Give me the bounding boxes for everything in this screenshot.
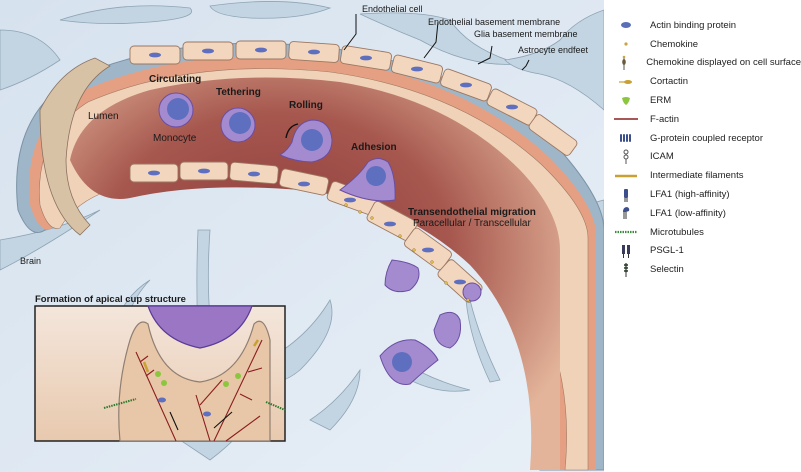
- transmigrated-nucleus: [392, 352, 412, 372]
- legend-item: LFA1 (low-affinity): [612, 204, 801, 223]
- stage-rolling-label: Rolling: [289, 100, 323, 111]
- monocyte-circulating: [158, 92, 194, 128]
- legend-item: PSGL-1: [612, 242, 801, 261]
- stage-circulating-label: Circulating: [149, 74, 202, 85]
- stage-tethering-label: Tethering: [216, 87, 261, 98]
- chemokine-surface-icon: [612, 55, 636, 71]
- apical-cup-inset: [34, 305, 286, 442]
- rolling-arrow: [285, 123, 299, 139]
- legend-item: Chemokine: [612, 35, 801, 54]
- monocyte-label: Monocyte: [153, 133, 197, 144]
- f-actin-icon: [612, 111, 640, 127]
- psgl1-icon: [612, 243, 640, 259]
- inset-actin-binding: [158, 397, 211, 417]
- stage-adhesion-label: Adhesion: [351, 142, 397, 153]
- legend: Actin binding protein Chemokine Chemokin…: [612, 16, 801, 279]
- inset-microtubules: [103, 398, 286, 411]
- callout-lines: [343, 14, 530, 71]
- illustration-panel: Lumen Brain Monocyte Circulating Tetheri…: [0, 0, 604, 472]
- inset-intermediate-filaments: [142, 339, 260, 373]
- gpcr-icon: [612, 130, 640, 146]
- inset-arrows: [169, 411, 233, 431]
- icam-icon: [612, 149, 640, 165]
- chemokine-icon: [612, 36, 640, 52]
- callout-glia-basement-membrane: Glia basement membrane: [474, 29, 578, 39]
- intermediate-filaments-icon: [612, 168, 640, 184]
- chemokine-dots: [344, 203, 470, 302]
- cortactin-icon: [612, 74, 640, 90]
- monocyte-rolling: [278, 119, 333, 163]
- inset-f-actin: [135, 339, 263, 442]
- brain-label: Brain: [20, 256, 42, 266]
- callout-endothelial-basement-membrane: Endothelial basement membrane: [428, 17, 561, 27]
- inset-monocyte: [147, 305, 253, 349]
- legend-item: ERM: [612, 91, 801, 110]
- stage-transmigration-label: Transendothelial migration: [408, 207, 536, 218]
- legend-item: Intermediate filaments: [612, 166, 801, 185]
- callout-astrocyte-endfeet: Astrocyte endfeet: [518, 45, 589, 55]
- actin-binding-protein-icon: [612, 17, 640, 33]
- vessel-illustration: [0, 0, 604, 472]
- legend-item: LFA1 (high-affinity): [612, 185, 801, 204]
- monocyte-adhesion: [339, 158, 396, 202]
- legend-item: ICAM: [612, 148, 801, 167]
- legend-item: Chemokine displayed on cell surface: [612, 54, 801, 73]
- stage-transmigration-sublabel: Paracellular / Transcellular: [413, 218, 531, 229]
- legend-item: G-protein coupled receptor: [612, 129, 801, 148]
- endothelial-nuclei-top: [149, 47, 518, 110]
- legend-item: Cortactin: [612, 72, 801, 91]
- legend-item: Actin binding protein: [612, 16, 801, 35]
- legend-item: Selectin: [612, 260, 801, 279]
- lumen-label: Lumen: [88, 111, 119, 122]
- erm-icon: [612, 93, 640, 109]
- inset-erm: [155, 371, 241, 387]
- callout-endothelial-cell: Endothelial cell: [362, 4, 423, 14]
- endothelial-nuclei-bottom: [148, 168, 466, 285]
- lfa1-high-icon: [612, 187, 640, 203]
- lfa1-low-icon: [612, 205, 640, 221]
- monocyte-tethering: [220, 107, 256, 143]
- microtubules-icon: [612, 224, 640, 240]
- inset-endothelial: [118, 320, 271, 442]
- selectin-icon: [612, 262, 640, 278]
- inset-title: Formation of apical cup structure: [35, 294, 186, 305]
- legend-item: Microtubules: [612, 223, 801, 242]
- vessel-crosssection: [39, 57, 111, 236]
- legend-item: F-actin: [612, 110, 801, 129]
